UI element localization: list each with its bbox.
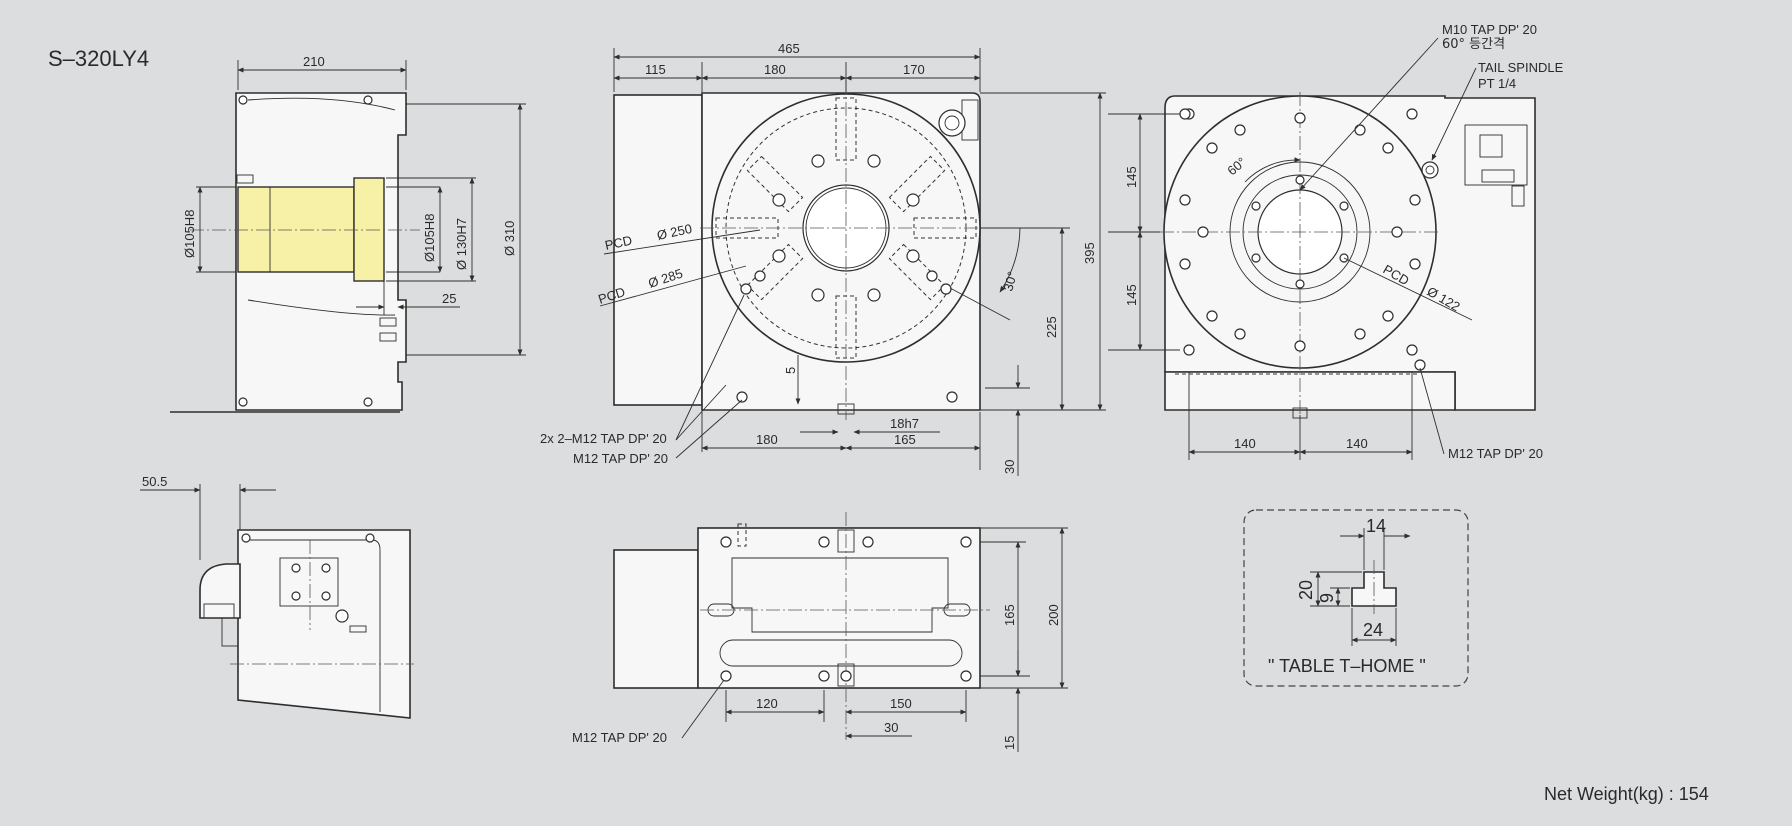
bottom-view: 165 200 120 150 30 15 M12 TAP DP' 20 [572,512,1068,752]
dim-left-to-center: 180 [764,62,786,77]
dim-offset-25: 25 [442,291,456,306]
t-slot-detail: 14 20 9 24 " TABLE T–HOME " [1243,509,1469,687]
dim-total-height: 395 [1082,242,1097,264]
dim-slot-9: 9 [1317,593,1337,603]
dim-bore-130: Ø 130H7 [454,218,469,270]
dim-side-width: 210 [303,54,325,69]
dim-bottom-right: 165 [894,432,916,447]
callout-m10-tap: M10 TAP DP' 20 [1442,22,1537,37]
dim-center-height: 225 [1044,316,1059,338]
spindle-bore-highlight [237,186,355,273]
dim-width-140-left: 140 [1234,436,1256,451]
callout-60-equal: 60° 등간격 [1442,37,1505,52]
net-weight: Net Weight(kg) : 154 [1544,784,1709,804]
model-title: S–320LY4 [48,46,149,71]
dim-bottom-left: 180 [756,432,778,447]
dim-width-140-right: 140 [1346,436,1368,451]
dim-gap-5: 5 [783,367,798,374]
callout-tail-spindle: TAIL SPINDLE [1478,60,1564,75]
dim-bore-left: Ø105H8 [182,210,197,258]
dim-slot-20: 20 [1296,580,1316,600]
dim-slot-24: 24 [1363,620,1383,640]
side-view: 210 Ø105H8 Ø105H8 Ø 130H7 Ø 310 25 [170,54,526,413]
dim-height-145-top: 145 [1124,166,1139,188]
callout-pt-thread: PT 1/4 [1478,76,1516,91]
face-holes [1179,108,1439,371]
dim-diameter-310: Ø 310 [502,221,517,256]
dim-bottom-width-30: 30 [884,720,898,735]
callout-m12-right: M12 TAP DP' 20 [1448,446,1543,461]
dim-total-width: 465 [778,41,800,56]
dim-bottom-height-165: 165 [1002,604,1017,626]
table-holes [736,154,958,403]
front-view: 465 115 180 170 395 225 PCD Ø 250 PCD Ø … [540,41,1106,476]
dim-center-to-right: 170 [903,62,925,77]
dim-pcd-250: Ø 250 [656,221,694,243]
t-home-caption: " TABLE T–HOME " [1268,656,1426,676]
dim-motor-width: 115 [645,62,666,77]
right-view: 145 145 140 140 60° PCD Ø 122 M10 TAP DP… [1108,22,1564,461]
rear-view: 50.5 [140,474,414,719]
callout-m12-front: M12 TAP DP' 20 [573,451,668,466]
dim-bore-right: Ø105H8 [422,214,437,262]
label-pcd-250: PCD [604,233,634,253]
callout-2x-m12: 2x 2–M12 TAP DP' 20 [540,431,667,446]
dim-slot-14: 14 [1366,516,1386,536]
dim-height-145-bottom: 145 [1124,284,1139,306]
dim-bottom-height-200: 200 [1046,604,1061,626]
dim-bottom-width-120: 120 [756,696,778,711]
dim-bottom-height-15: 15 [1002,736,1017,750]
bottom-holes [720,536,972,682]
dim-angle-30: 30° [1000,270,1020,293]
dim-bottom-width-150: 150 [890,696,912,711]
dim-base-30: 30 [1002,460,1017,474]
dim-offset-50-5: 50.5 [142,474,167,489]
dim-slot-18h7: 18h7 [890,416,919,431]
callout-m12-bottom: M12 TAP DP' 20 [572,730,667,745]
